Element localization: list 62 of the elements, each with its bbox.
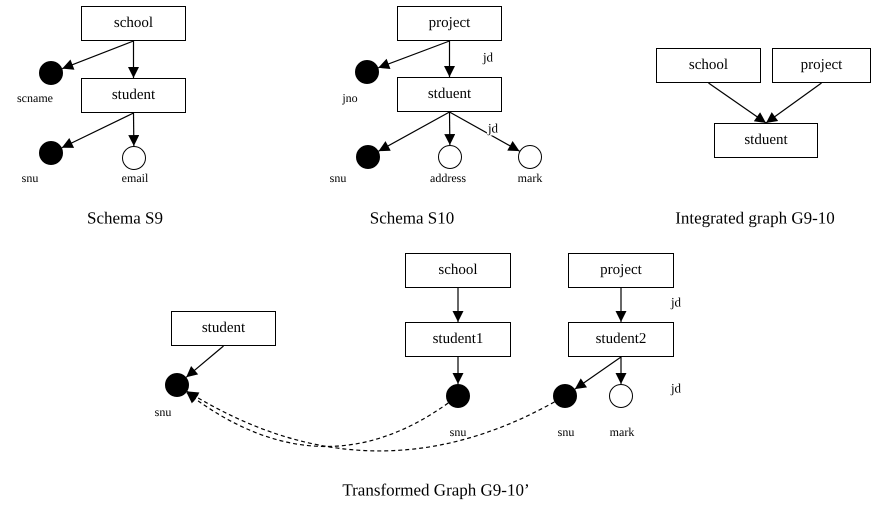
diagram-caption: Integrated graph G9-10	[675, 207, 835, 230]
arrow	[62, 112, 134, 148]
arrow	[128, 41, 139, 78]
entity-name: project	[600, 261, 642, 280]
entity-box	[397, 6, 502, 41]
attribute-label: snu	[154, 405, 172, 419]
entity-box	[714, 123, 818, 158]
attribute-label: email	[122, 171, 148, 185]
entity-name: stduent	[428, 85, 472, 104]
attribute-label: jno	[342, 91, 358, 105]
entity-box	[171, 311, 276, 346]
arrow	[186, 346, 224, 378]
edge-label: jd	[486, 120, 500, 136]
entity-name: student2	[596, 330, 646, 350]
diagram-caption: Schema S9	[86, 207, 164, 230]
entity-name: student1	[432, 330, 484, 350]
entity-box	[656, 48, 761, 83]
attribute-label: address	[430, 171, 466, 185]
arrow	[186, 392, 449, 447]
arrow	[186, 390, 555, 452]
entity-name: project	[800, 56, 842, 76]
arrow	[378, 40, 450, 70]
entity-box	[81, 78, 186, 113]
entity-box	[81, 6, 186, 41]
arrow	[452, 288, 464, 322]
arrow	[444, 41, 455, 77]
arrow	[449, 111, 520, 152]
entity-box	[772, 48, 871, 83]
arrow	[708, 82, 766, 124]
annotation-label: jd	[482, 48, 494, 66]
attribute-label: snu	[558, 425, 574, 439]
entity-box	[405, 322, 511, 357]
attribute-label: mark	[610, 425, 634, 439]
annotation-label: jd	[670, 379, 682, 398]
diagram-caption: Schema S10	[370, 207, 454, 230]
entity-name: school	[688, 56, 728, 76]
entity-name: student	[202, 319, 246, 338]
attribute-label: snu	[450, 425, 466, 439]
arrow	[378, 111, 450, 152]
attribute-label: snu	[22, 171, 38, 185]
entity-name: school	[438, 261, 478, 280]
diagram-caption: Transformed Graph G9-10’	[342, 479, 530, 502]
arrow	[574, 356, 622, 390]
arrow	[62, 40, 134, 70]
entity-box	[568, 322, 674, 357]
arrow	[766, 82, 822, 124]
attribute-label: mark	[518, 171, 542, 185]
entity-name: stduent	[744, 131, 788, 150]
entity-box	[568, 253, 674, 288]
arrow	[616, 288, 626, 322]
arrow	[128, 113, 140, 146]
arrow	[616, 357, 626, 384]
attribute-label: snu	[330, 171, 346, 185]
arrow	[444, 112, 456, 145]
entity-name: project	[428, 14, 470, 34]
entity-name: student	[112, 86, 156, 106]
entity-name: school	[114, 14, 154, 34]
arrow	[452, 357, 464, 384]
attribute-label: scname	[17, 91, 53, 105]
entity-box	[405, 253, 511, 288]
annotation-label: jd	[670, 293, 682, 312]
entity-box	[397, 77, 502, 112]
